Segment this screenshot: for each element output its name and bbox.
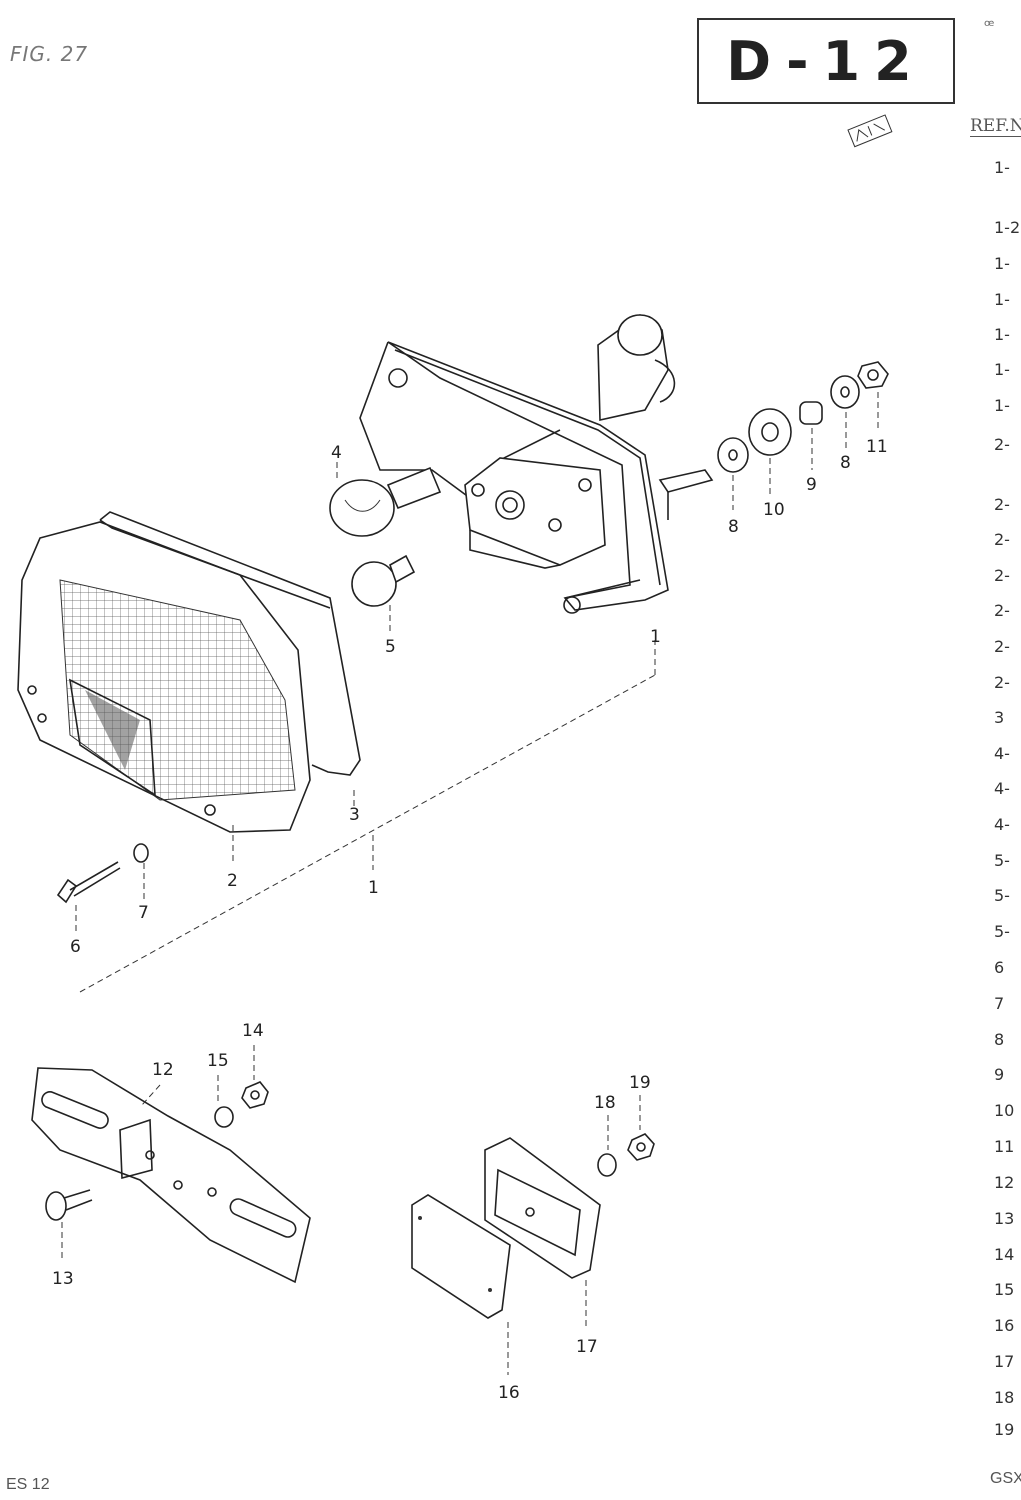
washer-part-8b [830,375,860,409]
callout-1b: 1 [368,878,379,898]
callout-10: 10 [763,500,785,520]
figure-label: FIG. 27 [10,42,89,66]
washer-part-7 [133,843,149,863]
ref-number-item: 2- [994,435,1010,454]
bulb-part-5 [351,554,416,607]
ref-number-item: 13 [994,1209,1015,1228]
ref-number-item: 2- [994,495,1010,514]
ref-number-item: 14 [994,1245,1015,1264]
ref-number-item: 18 [994,1388,1015,1407]
callout-4: 4 [331,443,342,463]
ref-number-item: 8 [994,1030,1005,1049]
callout-11: 11 [866,437,888,457]
section-code-box: D-12 [697,18,955,104]
callout-1a: 1 [650,627,661,647]
ref-number-item: 5- [994,886,1010,905]
ref-number-item: 19 [994,1420,1015,1439]
callout-6: 6 [70,937,81,957]
ref-number-item: 11 [994,1137,1015,1156]
callout-5: 5 [385,637,396,657]
tail-light-lens [17,521,311,833]
screw-part-6 [56,861,121,904]
ref-number-item: 1- [994,290,1010,309]
bulb-part-4 [329,466,442,537]
ref-number-item: 6 [994,958,1005,977]
ref-number-item: 17 [994,1352,1015,1371]
callout-19: 19 [629,1073,651,1093]
ref-number-item: 10 [994,1101,1015,1120]
ref-number-item: 5- [994,922,1010,941]
ref-number-item: 1- [994,158,1010,177]
license-plate-bracket [31,1067,311,1284]
spacer-part-9 [799,401,823,425]
ref-number-item: 4- [994,815,1010,834]
nut-part-11 [857,361,889,389]
ref-number-header: REF.N [970,116,1021,137]
ref-number-item: 9 [994,1065,1005,1084]
callout-3: 3 [349,805,360,825]
ref-number-item: 4- [994,744,1010,763]
ref-number-item: 3 [994,708,1005,727]
ref-number-item: 5- [994,851,1010,870]
callout-7: 7 [138,903,149,923]
callout-18: 18 [594,1093,616,1113]
ref-number-item: 2- [994,601,1010,620]
ref-number-item: 1- [994,254,1010,273]
ref-number-item: 1-2 [994,218,1021,237]
washer-part-18 [597,1153,617,1177]
ref-number-item: 12 [994,1173,1015,1192]
reflector-bracket-17 [484,1137,601,1279]
ref-number-item: 1- [994,396,1010,415]
footer-left-code: ES 12 [6,1476,50,1493]
callout-14: 14 [242,1021,264,1041]
tail-light-housing [359,314,714,614]
ref-number-item: 7 [994,994,1005,1013]
leader-lines [75,392,879,993]
callout-13: 13 [52,1269,74,1289]
callout-9: 9 [806,475,817,495]
ref-number-item: 2- [994,530,1010,549]
washer-part-8a [717,437,749,473]
callout-12: 12 [152,1060,174,1080]
cushion-part-10 [748,408,792,456]
callout-2: 2 [227,871,238,891]
ref-number-item: 2- [994,566,1010,585]
ref-number-item: 1- [994,360,1010,379]
nut-part-14 [241,1081,269,1109]
lower-leader-lines [61,1045,641,1375]
callout-15: 15 [207,1051,229,1071]
ref-number-item: 2- [994,673,1010,692]
lens-gasket [99,511,361,776]
callout-8b: 8 [840,453,851,473]
callout-16: 16 [498,1383,520,1403]
ref-number-item: 16 [994,1316,1015,1335]
ref-number-item: 4- [994,779,1010,798]
ref-number-column: 1- 1-2 1- 1- 1- 1- 1- 2- 2- 2- 2- 2- 2- … [994,150,1021,1450]
footer-right-model: GSX [990,1470,1021,1487]
washer-part-15 [214,1106,234,1128]
corner-mark: ꟹ [984,18,995,35]
reflector-part-16 [411,1194,511,1319]
bolt-part-13 [45,1189,93,1221]
ref-number-item: 15 [994,1280,1015,1299]
ref-number-item: 2- [994,637,1010,656]
callout-8a: 8 [728,517,739,537]
nut-part-19 [627,1133,655,1161]
callout-17: 17 [576,1337,598,1357]
new-part-stamp [847,114,893,148]
ref-number-item: 1- [994,325,1010,344]
